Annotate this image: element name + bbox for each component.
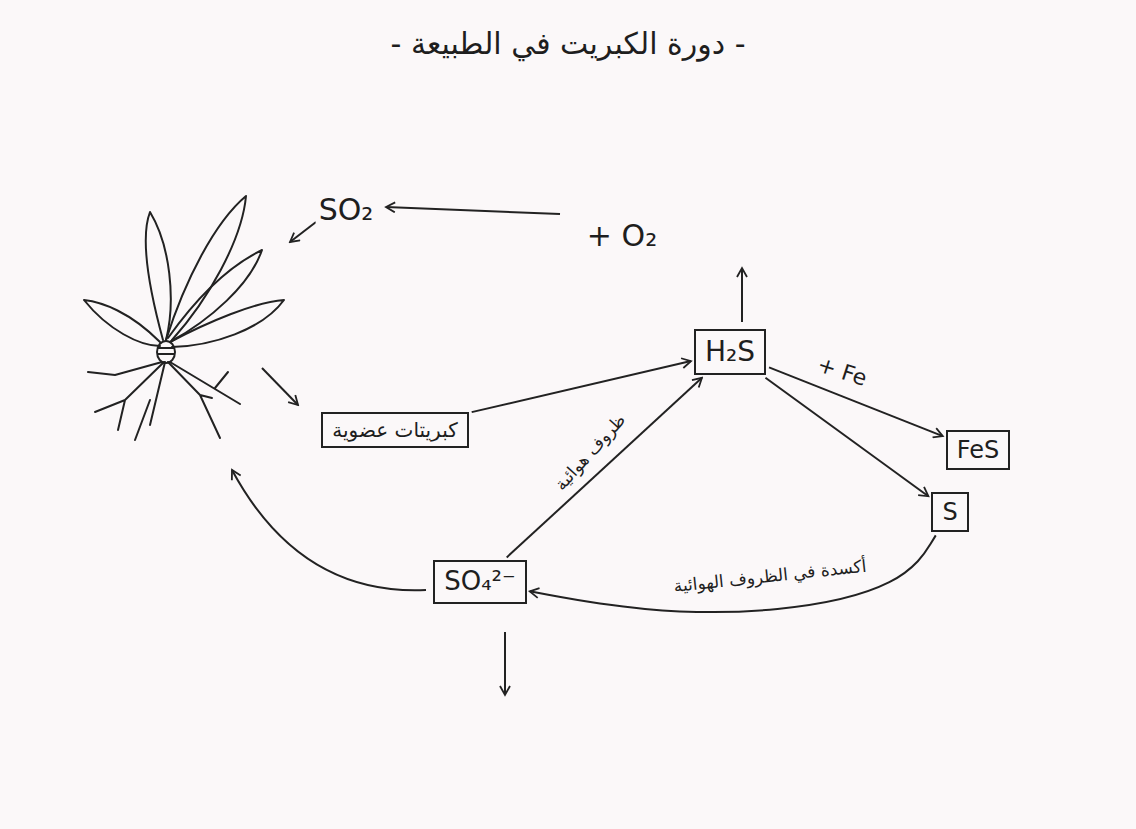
compound-box: H₂S: [694, 329, 766, 375]
compound-name: SO₄²⁻: [444, 566, 516, 597]
oxidation-arrow: [386, 207, 560, 214]
compound-box: SO₄²⁻: [433, 560, 527, 603]
compound-name: كبريتات عضوية: [332, 418, 457, 442]
formula-label: SO₂: [316, 192, 377, 228]
cycle-connector: [507, 378, 702, 558]
decay-arrow: [262, 368, 298, 405]
cycle-arrows: [232, 207, 742, 695]
leaching-arrow: [504, 632, 506, 695]
compound-name: H₂S: [705, 335, 755, 369]
cycle-connector: [472, 361, 691, 412]
compound-name: FeS: [957, 436, 1000, 465]
cycle-connector: [530, 535, 936, 612]
edge-label: ظروف هوائية: [548, 407, 631, 496]
plant-drawing: [84, 196, 284, 440]
absorption-arrow: [232, 470, 426, 590]
compound-box: FeS: [946, 430, 1011, 471]
cycle-connector: [765, 378, 928, 496]
release-arrow: [741, 268, 743, 322]
compound-name: S: [942, 498, 957, 527]
compound-box: S: [931, 492, 968, 533]
compound-box: كبريتات عضوية: [321, 412, 468, 448]
uptake-arrow: [290, 222, 316, 242]
edge-label: أكسدة في الظروف الهوائية: [670, 555, 871, 596]
diagram-title: - دورة الكبريت في الطبيعة -: [388, 26, 749, 62]
formula-label: + O₂: [584, 218, 660, 254]
